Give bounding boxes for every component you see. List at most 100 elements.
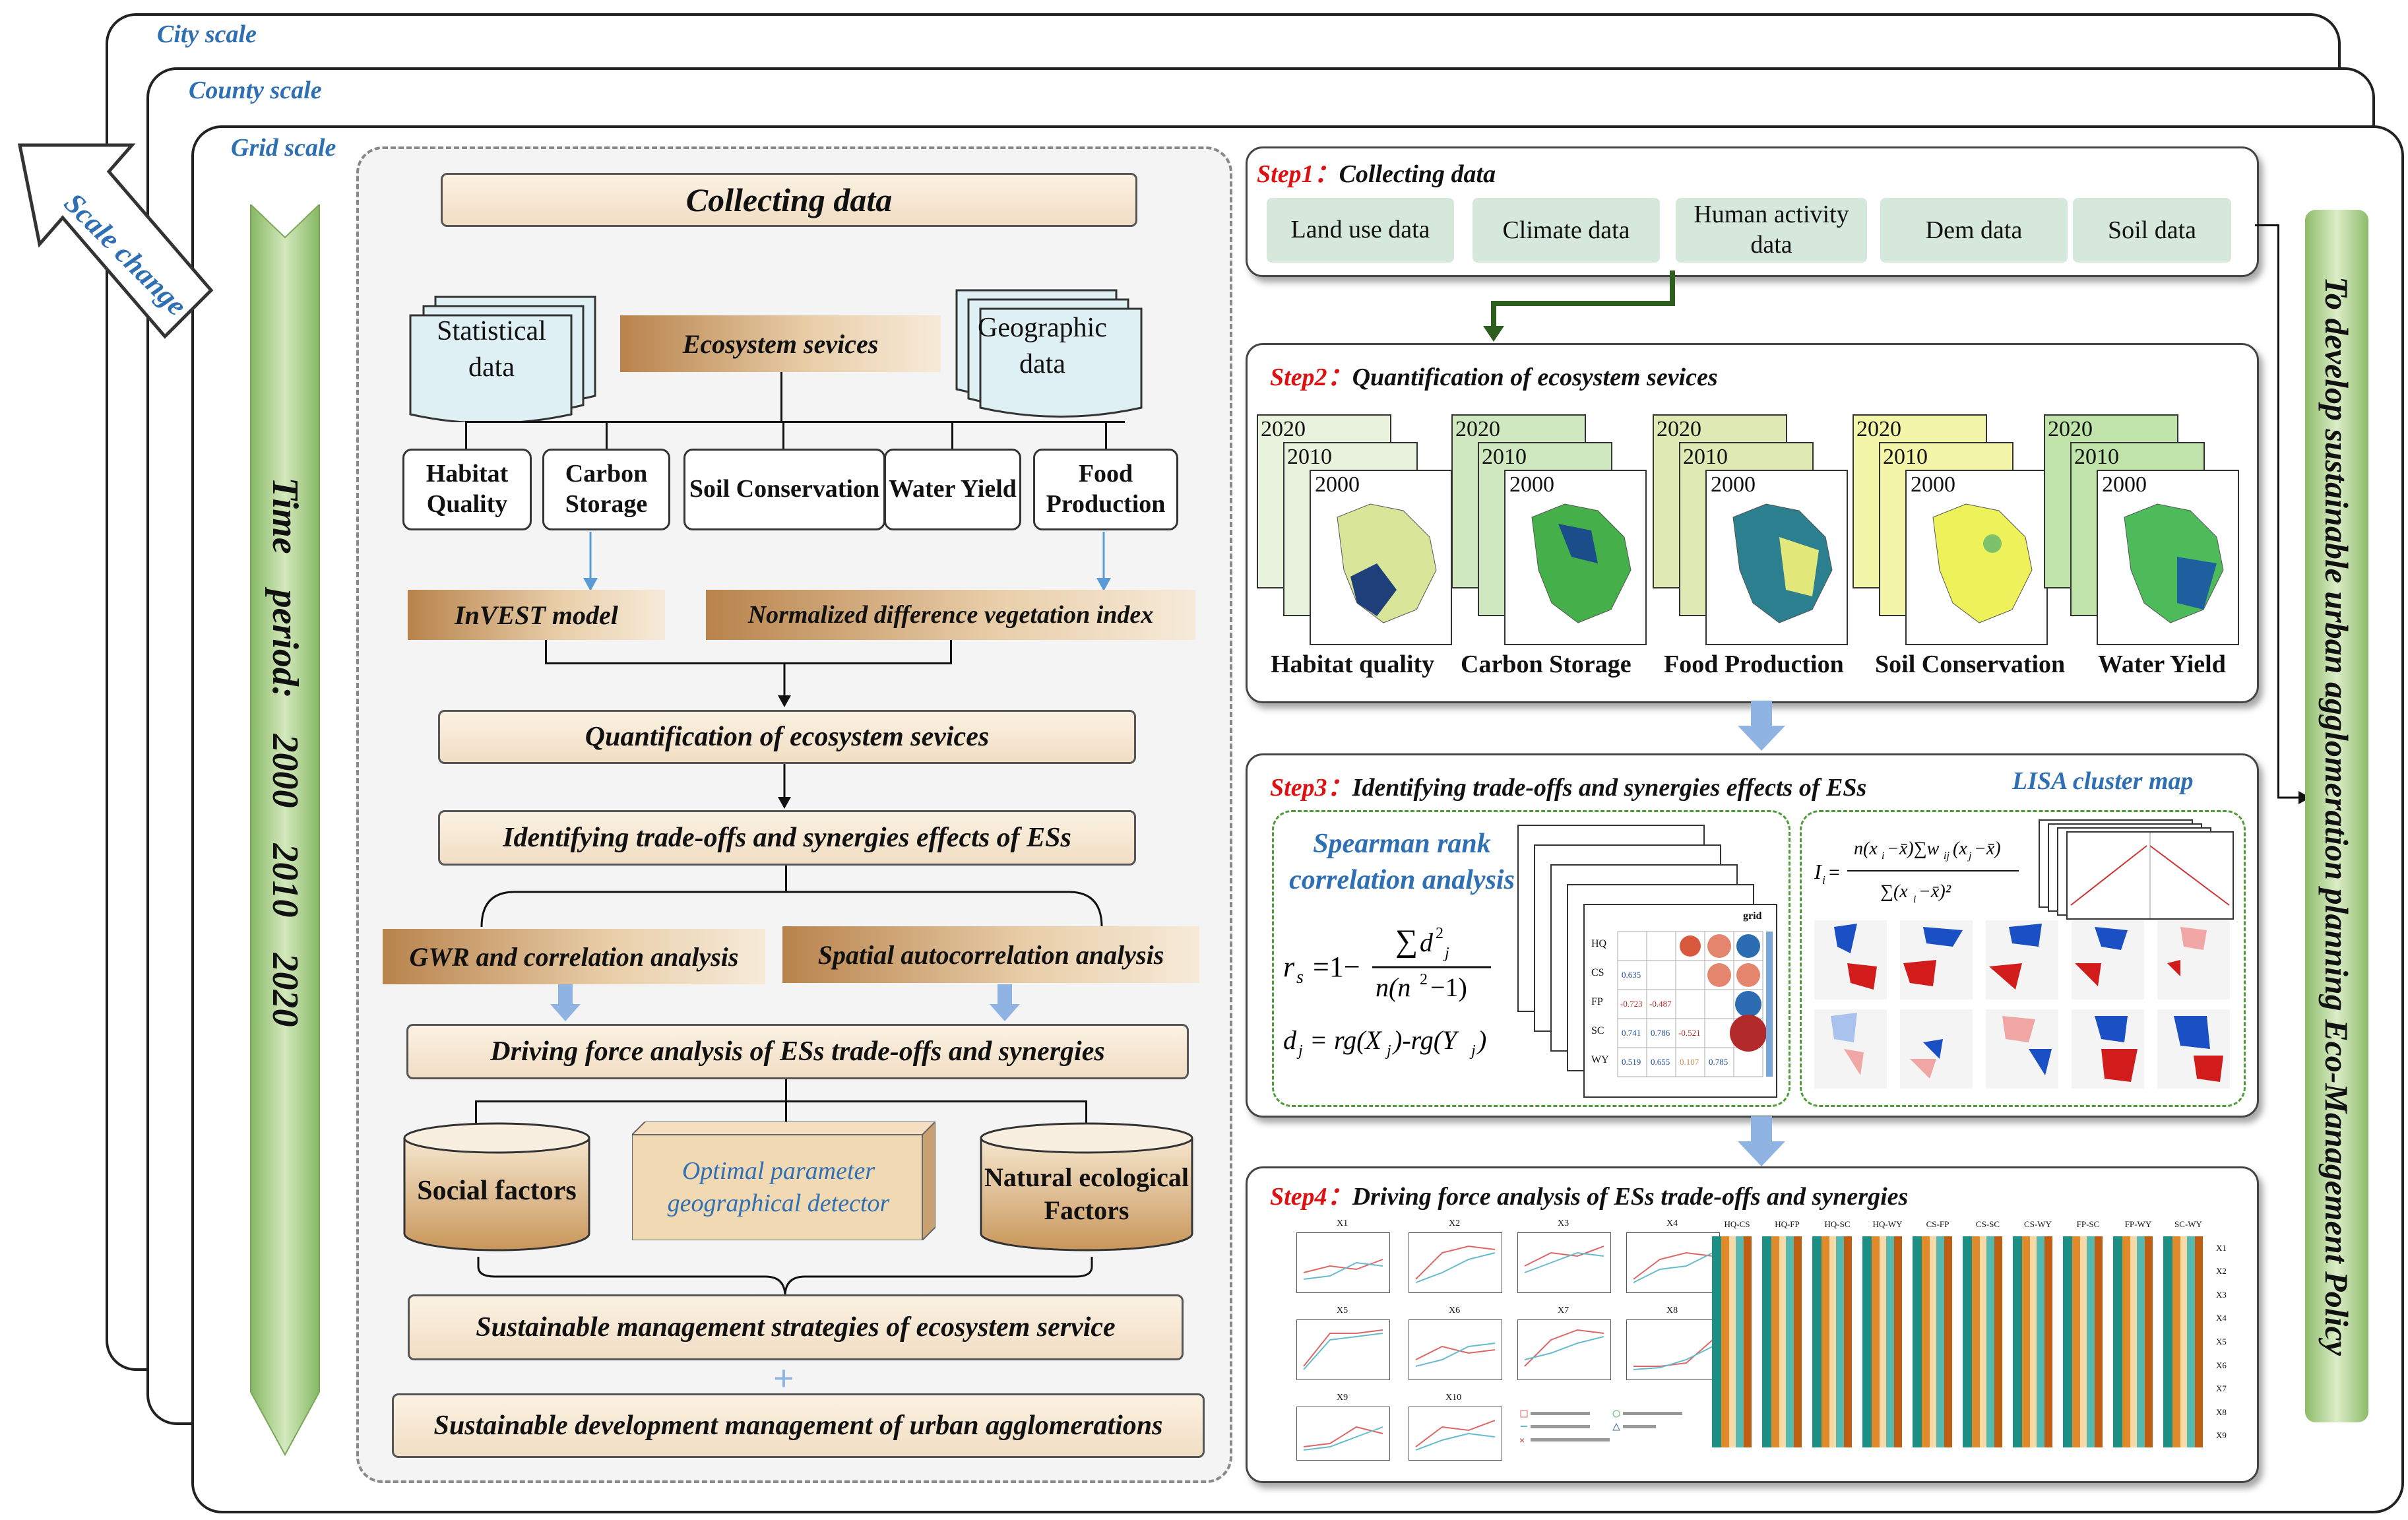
heat-col: HQ-WY <box>1872 1219 1903 1229</box>
map-shape <box>2124 503 2224 623</box>
svg-text:): ) <box>1476 1025 1486 1055</box>
step1-text: Collecting data <box>1339 160 1496 188</box>
plot-label: X4 <box>1666 1219 1678 1228</box>
land-use-data: Land use data <box>1267 198 1454 263</box>
matrix-value: 0.655 <box>1651 1057 1670 1067</box>
matrix-value: 0.785 <box>1709 1057 1728 1067</box>
year-2020: 2020 <box>1261 417 1306 441</box>
svg-text:I: I <box>1814 860 1822 883</box>
matrix-row-label: SC <box>1591 1025 1604 1036</box>
plot-lines <box>1303 1329 1383 1370</box>
driver-plot-x9: X9 <box>1296 1393 1390 1461</box>
svg-text:n(x: n(x <box>1854 839 1878 859</box>
plot-label: X6 <box>1449 1306 1461 1315</box>
correlation-matrix: HQ CS FP SC WY 0.635 -0.723 -0.487 0.741… <box>1583 904 1777 1098</box>
sustainable-development-box: Sustainable development management of ur… <box>392 1393 1205 1458</box>
matrix-value: 0.635 <box>1622 970 1641 980</box>
driver-plot-x2: X2 <box>1409 1219 1502 1293</box>
plot-label: X1 <box>1337 1219 1348 1228</box>
heat-row: X3 <box>2216 1289 2227 1300</box>
connector <box>606 421 608 450</box>
svg-text:i: i <box>1913 894 1916 905</box>
matrix-row-label: FP <box>1591 996 1603 1007</box>
plot-lines <box>1633 1251 1713 1283</box>
step1-to-step2-arrow <box>1483 270 1675 342</box>
food-production-box: Food Production <box>1033 449 1178 530</box>
step-colon: ： <box>1327 364 1352 391</box>
svg-text:∑(x: ∑(x <box>1880 881 1908 902</box>
svg-text:)-rg(Y: )-rg(Y <box>1392 1025 1459 1055</box>
matrix-row-label: CS <box>1591 967 1604 978</box>
carbon-storage-box: Carbon Storage <box>542 449 670 530</box>
connector <box>2277 224 2279 797</box>
connector <box>785 1100 787 1124</box>
step-colon: ： <box>1327 1183 1352 1211</box>
connector <box>950 640 952 664</box>
svg-text:2: 2 <box>1420 971 1428 988</box>
merge-brace <box>477 1257 1093 1297</box>
down-arrow-blue <box>550 984 581 1021</box>
connector <box>475 1100 1087 1102</box>
matrix-value: 0.107 <box>1680 1057 1699 1067</box>
plot-lines <box>1415 1343 1496 1367</box>
svg-text:−1): −1) <box>1430 972 1467 1002</box>
down-arrow-blue <box>990 984 1020 1021</box>
connector <box>545 640 547 664</box>
ndvi-box: Normalized difference vegetation index <box>706 590 1195 640</box>
plot-label: X8 <box>1666 1306 1678 1315</box>
down-arrow <box>778 764 791 809</box>
map-shape <box>1932 503 2033 623</box>
habitat-quality-box: Habitat Quality <box>402 449 532 530</box>
map-stack-water: 2020 2010 2000 <box>2044 414 2242 645</box>
svg-text:∑: ∑ <box>1395 924 1418 959</box>
svg-text:ij: ij <box>1944 850 1949 862</box>
down-arrow <box>778 662 791 707</box>
heatmap-row-labels: X1 X2 X3 X4 X5 X6 X7 X8 X9 <box>2216 1236 2240 1447</box>
connector <box>951 421 953 450</box>
step2-text: Quantification of ecosystem sevices <box>1352 364 1718 391</box>
connector <box>465 421 1125 423</box>
county-scale-label: County scale <box>189 77 322 104</box>
caption-food: Food Production <box>1664 650 1844 678</box>
city-scale-label: City scale <box>157 20 257 48</box>
invest-model-box: InVEST model <box>408 590 665 640</box>
svg-text:−x̄): −x̄) <box>1974 839 2001 859</box>
policy-label: To develop sustainable urban agglomerati… <box>2318 276 2355 1356</box>
geographic-data-icon <box>955 289 1143 418</box>
caption-carbon: Carbon Storage <box>1461 650 1632 678</box>
plot-label: X9 <box>1337 1393 1348 1403</box>
step2-to-step3-arrow <box>1738 701 1785 751</box>
heatmap: HQ-CS HQ-FP HQ-SC HQ-WY CS-FP CS-SC CS-W… <box>1712 1219 2240 1457</box>
down-arrow-blue <box>1096 532 1111 591</box>
driving-force-box: Driving force analysis of ESs trade-offs… <box>406 1024 1189 1079</box>
svg-text:=: = <box>1829 862 1840 883</box>
year-2000: 2000 <box>1711 472 1756 497</box>
collecting-data-box: Collecting data <box>441 173 1137 227</box>
spatial-autocorrelation-box: Spatial autocorrelation analysis <box>782 926 1199 983</box>
heat-col: FP-SC <box>2076 1219 2100 1229</box>
step-colon: ： <box>1314 160 1339 188</box>
step3-label: Step3 <box>1270 774 1327 802</box>
heat-col: CS-WY <box>2024 1219 2052 1229</box>
svg-text:j: j <box>1967 850 1972 862</box>
connector <box>475 1100 477 1127</box>
statistical-data-icon <box>409 296 596 422</box>
ecosystem-services-box: Ecosystem sevices <box>620 315 941 372</box>
driver-plot-x7: X7 <box>1517 1306 1611 1380</box>
heat-col: HQ-CS <box>1724 1219 1750 1229</box>
heat-row: X7 <box>2216 1383 2227 1394</box>
svg-text:d: d <box>1283 1025 1297 1055</box>
svg-text:= rg(X: = rg(X <box>1310 1025 1382 1055</box>
step4-text: Driving force analysis of ESs trade-offs… <box>1352 1183 1909 1211</box>
matrix-value: 0.519 <box>1622 1057 1641 1067</box>
plot-lines <box>1415 1420 1496 1451</box>
heat-row: X9 <box>2216 1430 2227 1441</box>
connector <box>782 421 784 450</box>
map-stack-food: 2020 2010 2000 <box>1653 414 1851 645</box>
heat-row: X5 <box>2216 1336 2227 1346</box>
step3-text: Identifying trade-offs and synergies eff… <box>1352 774 1867 802</box>
plot-label: X7 <box>1558 1306 1569 1315</box>
social-factors-cylinder <box>403 1122 590 1251</box>
social-factors-label: Social factors <box>417 1176 577 1206</box>
matrix-value: -0.521 <box>1678 1028 1701 1038</box>
